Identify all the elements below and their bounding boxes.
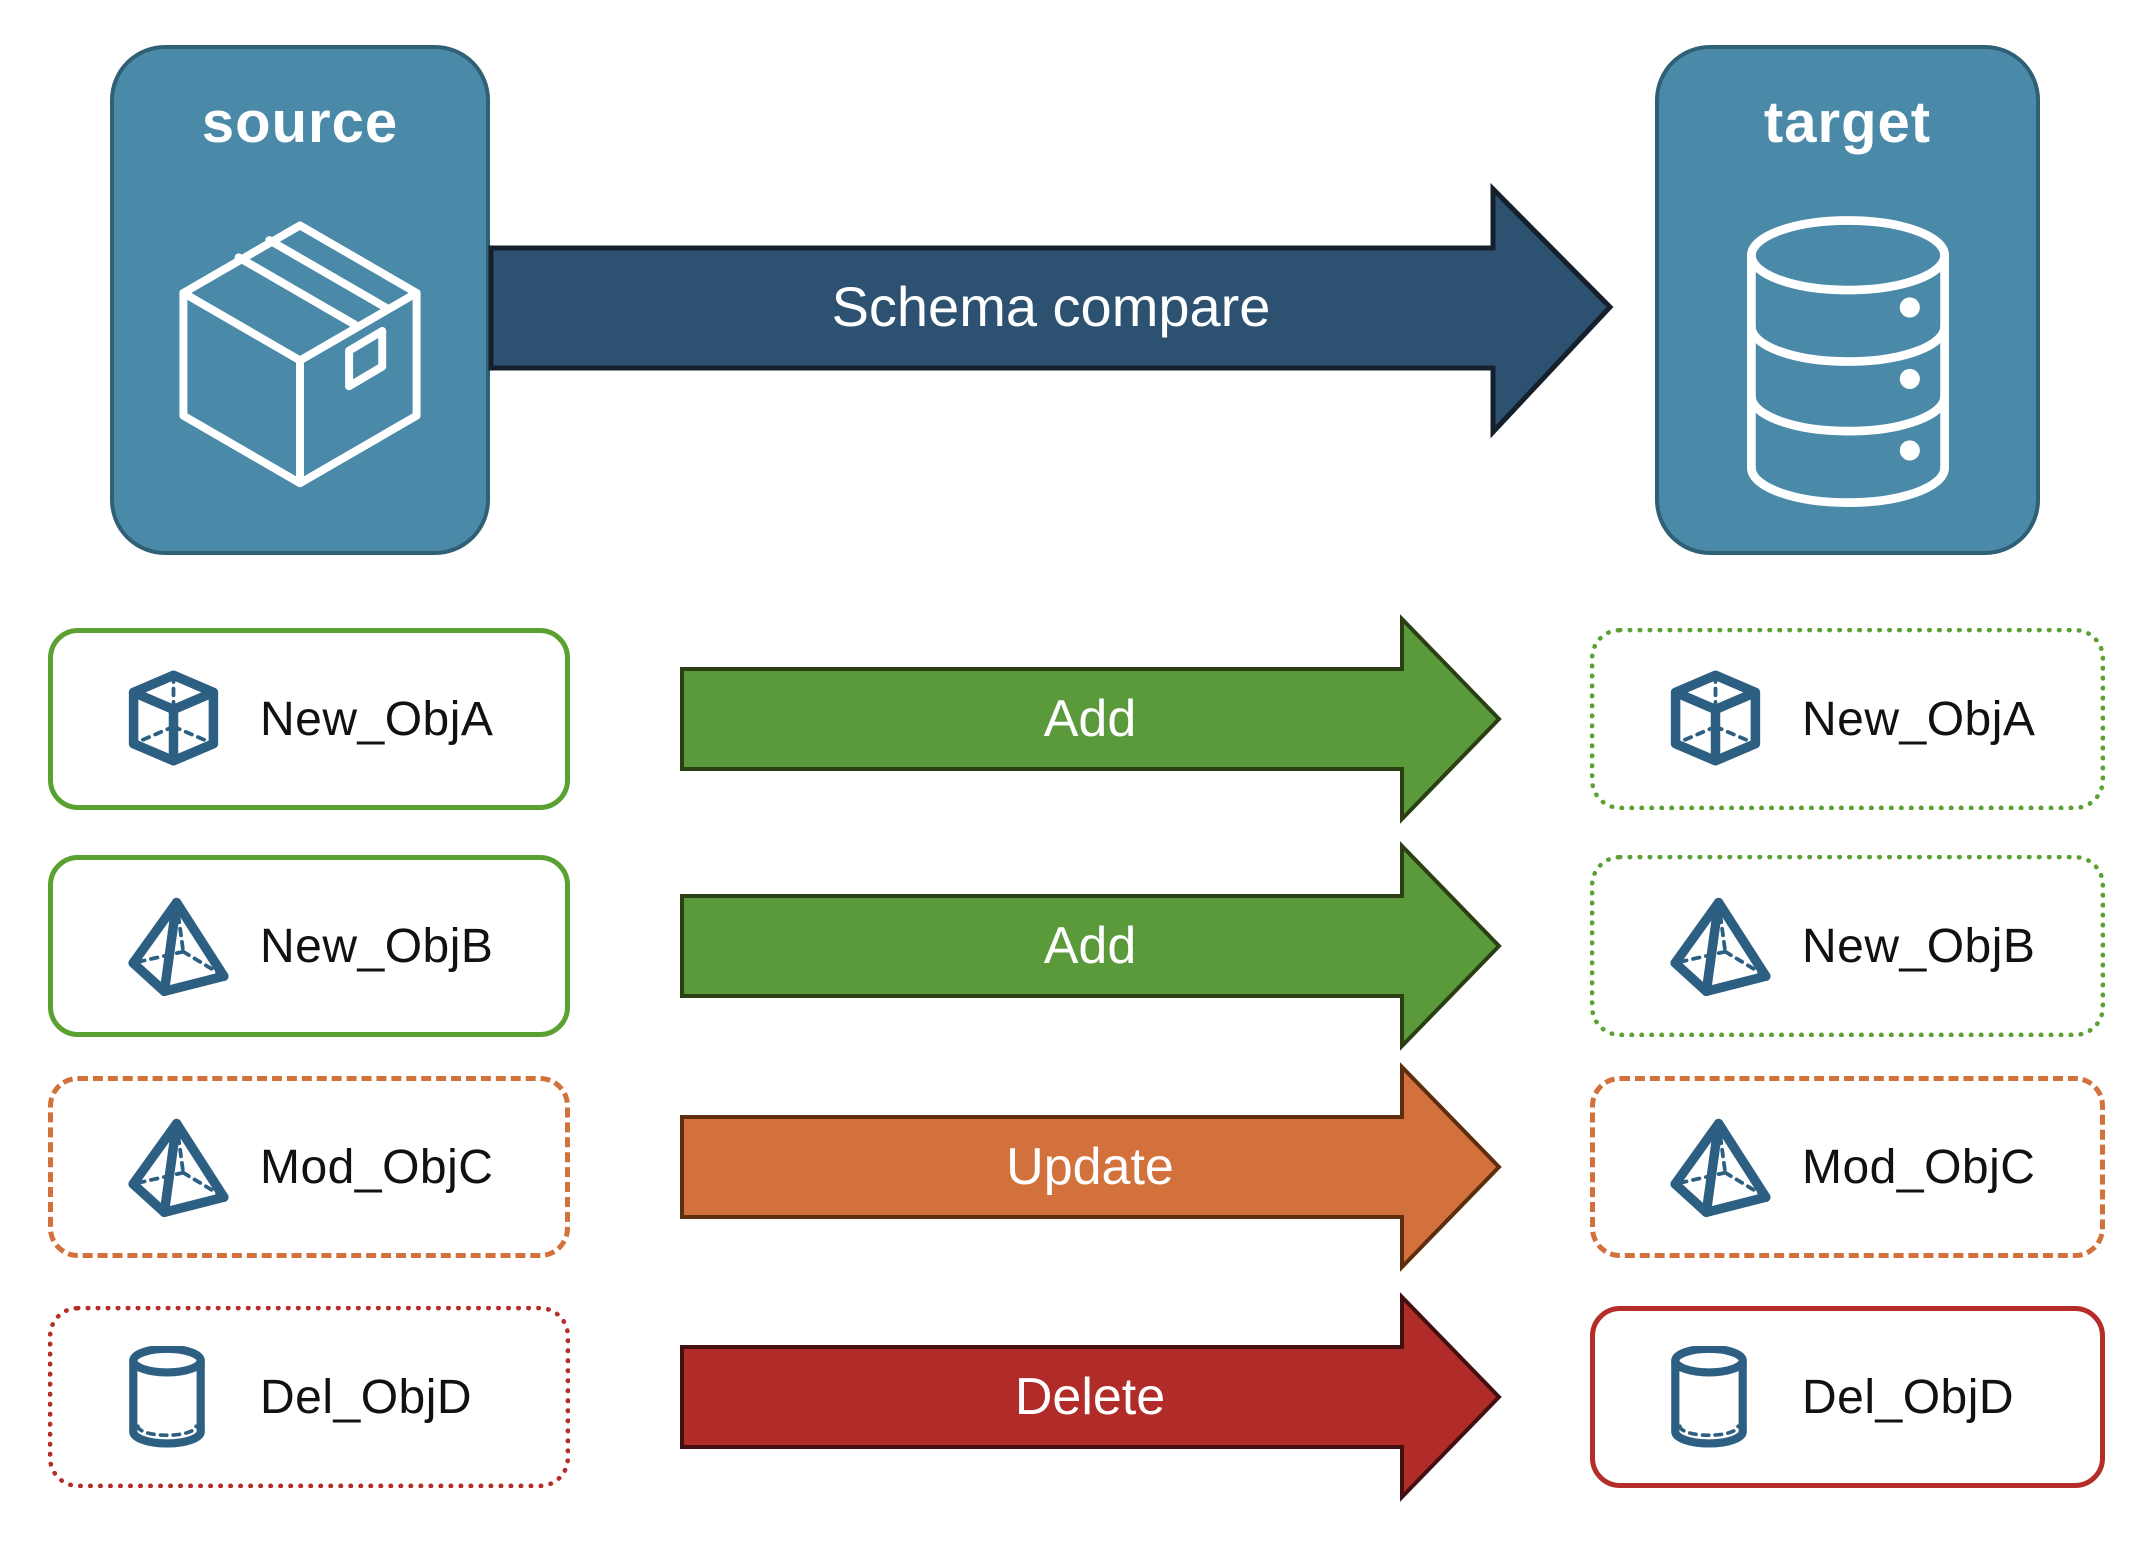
action-label: Add	[1043, 917, 1137, 975]
source-object-box: New_ObjB	[48, 855, 570, 1037]
object-name: Del_ObjD	[1802, 1370, 2015, 1424]
cube-icon	[128, 670, 219, 766]
database-icon	[1746, 216, 1949, 507]
row-new-objb: New_ObjB Add New_ObjB	[0, 841, 2150, 1051]
object-name: New_ObjA	[1802, 692, 2036, 746]
package-icon	[179, 221, 421, 488]
object-name: New_ObjB	[260, 919, 494, 973]
object-name: New_ObjB	[1802, 919, 2036, 973]
source-object-box: Mod_ObjC	[48, 1076, 570, 1258]
target-panel: target	[1655, 45, 2040, 555]
pyramid-icon	[128, 897, 229, 997]
update-arrow	[680, 1062, 1502, 1272]
object-name: New_ObjA	[260, 692, 494, 746]
pyramid-icon	[1670, 1118, 1771, 1218]
add-arrow	[680, 841, 1502, 1051]
source-object-box: Del_ObjD	[48, 1306, 570, 1488]
add-arrow	[680, 614, 1502, 824]
action-label: Add	[1043, 690, 1137, 748]
source-panel: source	[110, 45, 490, 555]
row-mod-objc: Mod_ObjC Update Mod_ObjC	[0, 1062, 2150, 1272]
cylinder-icon	[129, 1346, 205, 1448]
cube-icon	[1670, 670, 1761, 766]
target-object-box: New_ObjB	[1590, 855, 2105, 1037]
schema-compare-arrow-shape	[488, 182, 1614, 439]
target-object-box: Del_ObjD	[1590, 1306, 2105, 1488]
target-object-box: New_ObjA	[1590, 628, 2105, 810]
target-label: target	[1763, 90, 1932, 155]
row-new-obja: New_ObjA Add New_ObjA	[0, 614, 2150, 824]
row-del-objd: Del_ObjD Delete Del_ObjD	[0, 1292, 2150, 1502]
schema-compare-label: Schema compare	[831, 275, 1271, 338]
object-name: Mod_ObjC	[1802, 1140, 2036, 1194]
object-name: Del_ObjD	[260, 1370, 473, 1424]
pyramid-icon	[1670, 897, 1771, 997]
object-name: Mod_ObjC	[260, 1140, 494, 1194]
cylinder-icon	[1671, 1346, 1747, 1448]
source-object-box: New_ObjA	[48, 628, 570, 810]
source-label: source	[201, 90, 399, 155]
schema-compare-arrow	[488, 182, 1614, 439]
target-object-box: Mod_ObjC	[1590, 1076, 2105, 1258]
action-label: Delete	[1014, 1368, 1166, 1426]
pyramid-icon	[128, 1118, 229, 1218]
action-label: Update	[1006, 1138, 1174, 1196]
delete-arrow	[680, 1292, 1502, 1502]
